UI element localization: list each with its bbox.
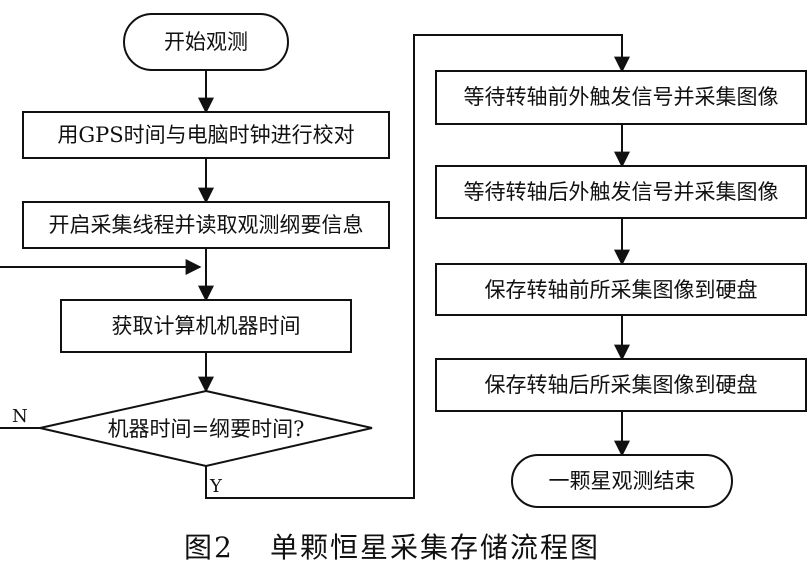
connectors	[0, 34, 630, 499]
decision-diamond	[39, 389, 373, 468]
wait-back-label: 等待转轴后外触发信号并采集图像	[464, 180, 779, 204]
shapes	[22, 13, 807, 508]
wait-back-box	[435, 165, 807, 219]
gps-sync-box	[22, 111, 390, 159]
yes-branch-connector	[205, 34, 630, 499]
wait-front-box	[435, 70, 807, 125]
figure-title: 单颗恒星采集存储流程图	[270, 531, 600, 564]
start-terminal	[123, 13, 289, 71]
save-back-box	[435, 358, 807, 412]
save-back-label: 保存转轴后所采集图像到硬盘	[485, 373, 758, 397]
end-terminal	[511, 454, 733, 508]
get-time-label: 获取计算机机器时间	[112, 314, 301, 338]
wait-front-label: 等待转轴前外触发信号并采集图像	[464, 85, 779, 109]
yes-label: Y	[209, 476, 223, 497]
save-front-label: 保存转轴前所采集图像到硬盘	[485, 278, 758, 302]
end-label: 一颗星观测结束	[549, 469, 696, 493]
save-front-box	[435, 263, 807, 316]
gps-sync-label: 用GPS时间与电脑时钟进行校对	[57, 123, 354, 147]
start-thread-box	[22, 201, 390, 249]
start-label: 开始观测	[164, 30, 248, 54]
figure-number: 图2	[184, 531, 234, 564]
get-time-box	[60, 299, 352, 353]
no-label: N	[12, 406, 28, 427]
decision-label: 机器时间=纲要时间?	[108, 417, 305, 441]
start-thread-label: 开启采集线程并读取观测纲要信息	[49, 213, 364, 237]
